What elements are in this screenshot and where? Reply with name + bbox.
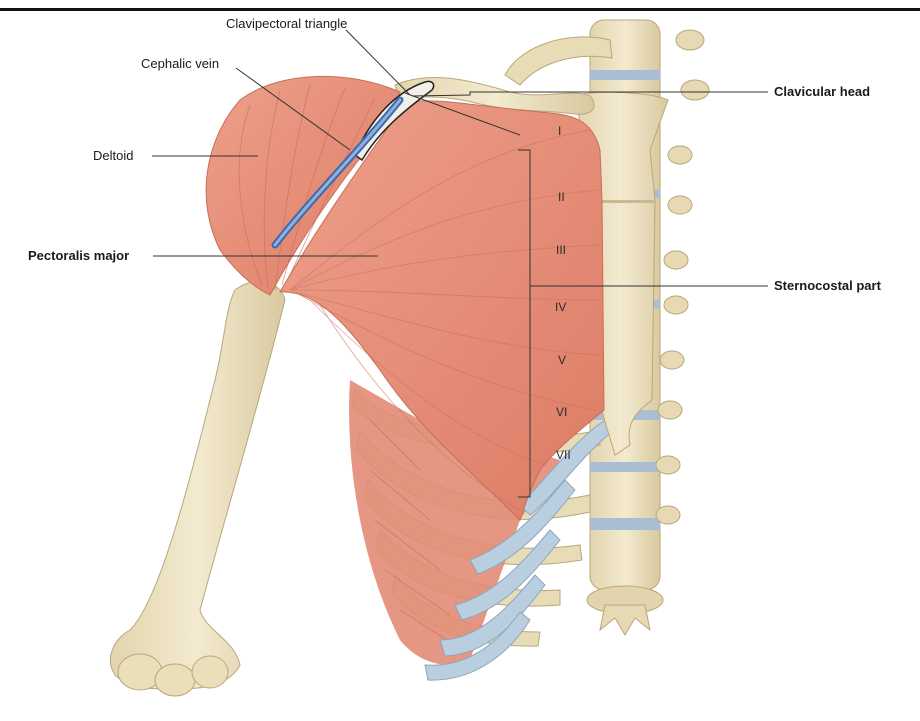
pectoralis-major-muscle xyxy=(279,100,605,521)
leader-lines xyxy=(152,29,768,498)
rib-label-6: VI xyxy=(556,405,568,419)
sternocostal-bracket xyxy=(518,149,531,498)
top-border xyxy=(0,8,920,11)
label-clavicular-head: Clavicular head xyxy=(774,84,871,99)
leader-clavicular-bracket xyxy=(404,92,521,136)
rib-label-4: IV xyxy=(555,300,567,314)
intercostal-striations xyxy=(369,419,456,646)
first-rib xyxy=(504,36,613,86)
rib-label-5: V xyxy=(558,353,567,367)
leader-clavicular-head xyxy=(411,91,768,97)
rib-label-7: VII xyxy=(556,448,571,462)
humerus-condyles xyxy=(117,653,229,697)
rib-label-1: I xyxy=(558,124,562,138)
clavipectoral-triangle-shape xyxy=(354,80,435,162)
pectoralis-striations xyxy=(289,129,601,511)
label-clavipectoral-triangle: Clavipectoral triangle xyxy=(226,16,348,31)
deltoid-striations xyxy=(238,84,376,291)
clavicle xyxy=(394,76,595,115)
label-sternocostal-part: Sternocostal part xyxy=(774,278,881,293)
cephalic-vein-highlight xyxy=(273,98,402,247)
label-deltoid: Deltoid xyxy=(93,148,134,163)
leader-cephalic xyxy=(235,67,351,151)
label-cephalic-vein: Cephalic vein xyxy=(141,56,220,71)
rib-label-2: II xyxy=(558,190,565,204)
leader-clavipectoral xyxy=(345,29,411,96)
rib-label-3: III xyxy=(556,243,567,257)
sternal-costal-junctions xyxy=(600,200,655,203)
humerus xyxy=(110,280,286,690)
label-pectoralis-major: Pectoralis major xyxy=(28,248,130,263)
